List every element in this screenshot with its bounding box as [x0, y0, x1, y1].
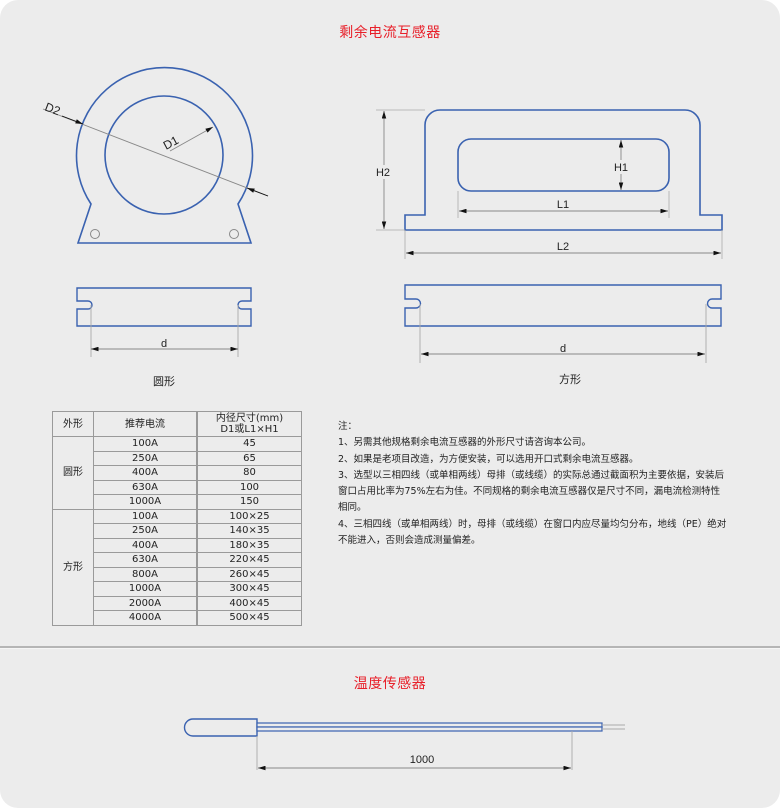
cell-current: 800A — [93, 566, 198, 582]
group-round: 圆形 — [52, 436, 94, 510]
cell-size: 100 — [196, 479, 302, 495]
label-h1: H1 — [614, 162, 628, 174]
label-d-round: d — [161, 338, 167, 350]
cable-wire-bottom — [256, 726, 603, 732]
note-item-2: 2、如果是老项目改造，为方便安装，可以选用开口式剩余电流互感器。 — [338, 453, 639, 465]
table-row: 4000A 500×45 — [53, 610, 302, 626]
cell-current: 1000A — [93, 494, 198, 510]
cell-size: 65 — [196, 450, 302, 466]
header-shape: 外形 — [52, 411, 94, 437]
label-cable-length: 1000 — [410, 754, 434, 766]
table-row: 1000A 300×45 — [53, 581, 302, 597]
note-item-1: 1、另需其他规格剩余电流互感器的外形尺寸请咨询本公司。 — [338, 437, 592, 449]
square-side-view — [404, 284, 722, 327]
cell-size: 180×35 — [196, 537, 302, 553]
cell-current: 1000A — [93, 581, 198, 597]
square-inner-window — [457, 138, 670, 192]
cell-size: 500×45 — [196, 610, 302, 626]
table-row: 630A 220×45 — [53, 552, 302, 568]
notes-heading: 注： — [338, 421, 358, 432]
table-row: 400A 180×35 — [53, 537, 302, 553]
group-square: 方形 — [52, 508, 94, 626]
cell-current: 400A — [93, 465, 198, 481]
cell-current: 250A — [93, 523, 198, 539]
square-outer-outline — [404, 109, 723, 231]
header-current: 推荐电流 — [93, 411, 198, 437]
cell-current: 630A — [93, 479, 198, 495]
section-title-temperature-sensor: 温度传感器 — [353, 676, 427, 692]
cell-size: 140×35 — [196, 523, 302, 539]
label-l2: L2 — [557, 241, 569, 253]
table-row: 方形 100A 100×25 — [52, 508, 302, 626]
cell-current: 4000A — [93, 610, 198, 626]
cell-current: 400A — [93, 537, 198, 553]
label-d1: D1 — [161, 133, 181, 153]
cell-current: 250A — [93, 450, 198, 466]
table-row: 圆形 100A 45 — [52, 436, 302, 510]
table-row: 250A 140×35 — [53, 523, 302, 539]
section-title-residual-current-transformer: 剩余电流互感器 — [339, 25, 441, 41]
header-size-line2: D1或L1×H1 — [220, 424, 279, 435]
cell-current: 2000A — [93, 595, 198, 611]
probe-head — [183, 718, 258, 737]
round-transformer-diagram: D2 D1 d H2 H1 L1 L2 — [42, 66, 723, 363]
cell-size: 220×45 — [196, 552, 302, 568]
table-row: 400A 80 — [53, 465, 302, 481]
round-side-view — [76, 287, 252, 327]
label-d2: D2 — [43, 100, 63, 119]
table-header-row: 外形 推荐电流 内径尺寸(mm) D1或L1×H1 — [52, 411, 302, 437]
note-item-4: 4、三相四线（或单相两线）时，母排（或线缆）在窗口内应尽量均匀分布，地线（PE）… — [338, 518, 727, 547]
cell-size: 45 — [196, 436, 302, 452]
header-size: 内径尺寸(mm) D1或L1×H1 — [196, 411, 302, 437]
label-d-square: d — [560, 343, 566, 355]
cell-size: 80 — [196, 465, 302, 481]
label-h2: H2 — [376, 167, 390, 179]
temperature-sensor-diagram: 1000 — [183, 718, 625, 771]
notes-block: 注： 1、另需其他规格剩余电流互感器的外形尺寸请咨询本公司。 2、如果是老项目改… — [338, 419, 728, 549]
round-inner-circle — [104, 95, 224, 215]
round-outer-outline — [75, 66, 254, 244]
spec-table: 外形 推荐电流 内径尺寸(mm) D1或L1×H1 圆形 100A 45 250… — [52, 411, 302, 626]
cell-size: 100×25 — [196, 508, 302, 524]
note-item-3: 3、选型以三相四线（或单相两线）母排（或线缆）的实际总通过截面积为主要依据，安装… — [338, 469, 725, 514]
cell-size: 260×45 — [196, 566, 302, 582]
square-caption: 方形 — [559, 373, 581, 386]
mounting-hole-right — [229, 229, 239, 239]
mounting-hole-left — [90, 229, 100, 239]
label-l1: L1 — [557, 199, 569, 211]
cell-current: 630A — [93, 552, 198, 568]
round-caption: 圆形 — [153, 375, 175, 388]
cell-current: 100A — [93, 436, 198, 452]
section-divider — [0, 646, 780, 649]
cell-current: 100A — [93, 508, 198, 524]
cell-size: 300×45 — [196, 581, 302, 597]
header-size-line1: 内径尺寸(mm) — [215, 413, 284, 424]
cell-size: 400×45 — [196, 595, 302, 611]
table-row: 1000A 150 — [53, 494, 302, 510]
cell-size: 150 — [196, 494, 302, 510]
